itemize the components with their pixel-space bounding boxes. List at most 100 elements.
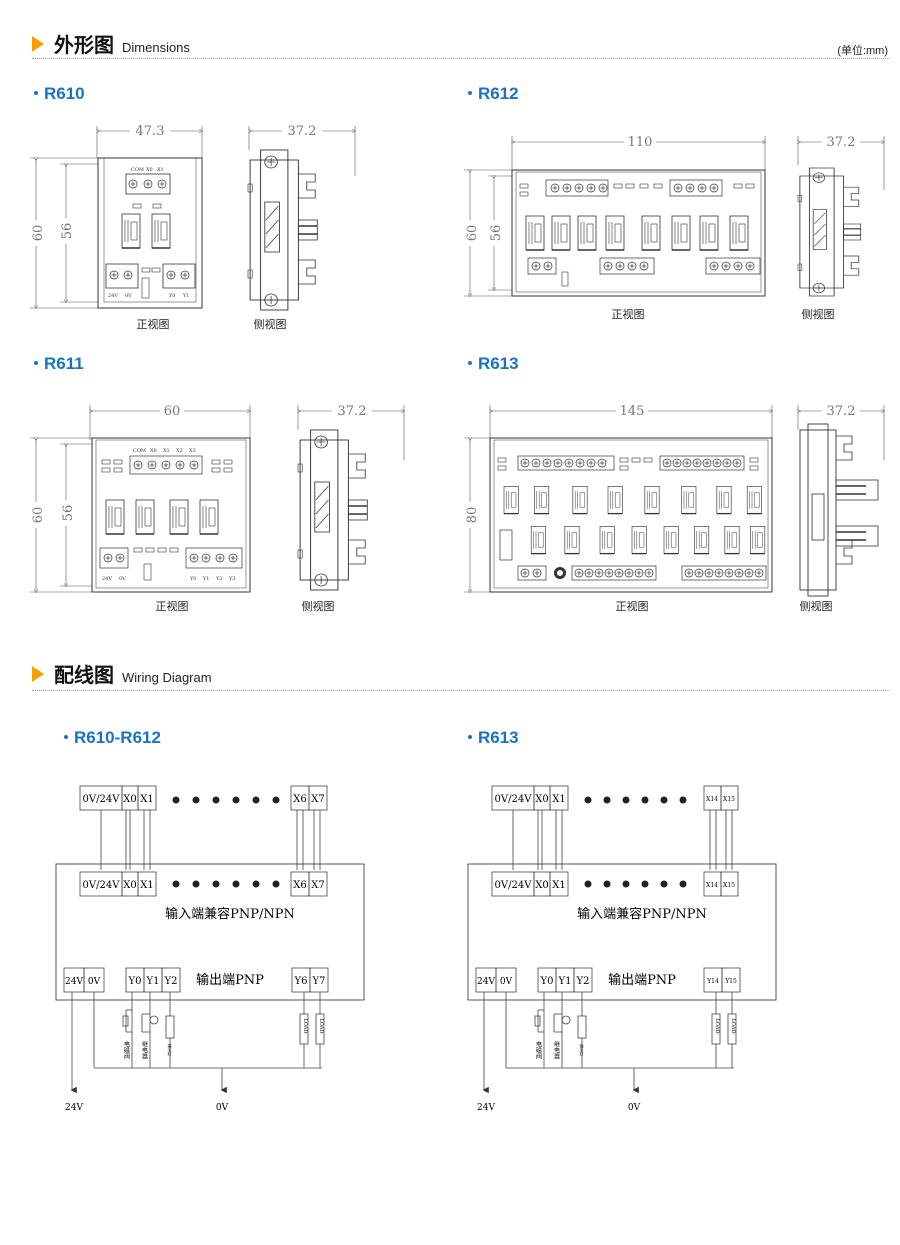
wl-in-term-x7: X7 bbox=[311, 880, 324, 891]
wl-in-term-x6: X6 bbox=[293, 880, 306, 891]
wl-load-relay: 继电器 bbox=[141, 1040, 148, 1060]
wl-out-term-y6: Y6 bbox=[294, 976, 308, 987]
r611-y2-label: Y2 bbox=[215, 576, 222, 582]
wiring-diagrams: 0V/24V X0 X1 X6 X7 0V/24V X0 X1 X6 X7 输入… bbox=[55, 785, 777, 1113]
r610-side-view: 37.2 bbox=[247, 124, 355, 311]
wr-bottom-24v: 24V bbox=[477, 1103, 495, 1113]
r611-com-label: COM bbox=[133, 448, 146, 454]
wl-load-lamp: 指示灯 bbox=[168, 1043, 173, 1057]
wr-in-term-x0: X0 bbox=[535, 880, 548, 891]
r611-side-caption: 侧视图 bbox=[302, 599, 335, 613]
wr-load-lamp: 指示灯 bbox=[580, 1043, 585, 1057]
wl-out-term-0v: 0V bbox=[88, 977, 101, 987]
r610-height-inner: 56 bbox=[60, 223, 75, 240]
wl-in-term-x1: X1 bbox=[140, 880, 153, 891]
wl-top-term-x0: X0 bbox=[123, 794, 136, 805]
r612-height-inner: 56 bbox=[489, 225, 504, 242]
r610-width-label: 47.3 bbox=[136, 124, 165, 139]
wl-out-term-y1: Y1 bbox=[146, 976, 160, 987]
r611-y0-label: Y0 bbox=[189, 576, 196, 582]
wr-out-term-y15: Y15 bbox=[724, 978, 737, 985]
wr-input-label: 输入端兼容PNP/NPN bbox=[577, 906, 707, 922]
dimensions-title-cn: 外形图 bbox=[54, 33, 114, 57]
wl-top-term-x6: X6 bbox=[293, 794, 306, 805]
r611-y3-label: Y3 bbox=[228, 576, 235, 582]
wr-out-term-y14: Y14 bbox=[706, 978, 719, 985]
wr-in-term-x15: X15 bbox=[723, 882, 735, 889]
r611-0v-label: 0V bbox=[119, 576, 126, 582]
wl-load-box-2: LOAD bbox=[318, 1018, 324, 1033]
r611-side-view: 37.2 bbox=[298, 404, 404, 591]
model-r612-name: R612 bbox=[478, 84, 519, 103]
wr-out-term-y2: Y2 bbox=[576, 976, 590, 987]
wr-bottom-0v: 0V bbox=[628, 1103, 641, 1113]
r613-depth-label: 37.2 bbox=[827, 404, 856, 419]
r612-front-caption: 正视图 bbox=[612, 307, 645, 321]
unit-label: (单位:mm) bbox=[837, 45, 888, 57]
r612-width-label: 110 bbox=[628, 135, 653, 150]
wl-out-term-y2: Y2 bbox=[164, 976, 178, 987]
r611-height-outer: 60 bbox=[31, 507, 46, 524]
wr-load-solenoid: 电磁阀 bbox=[535, 1040, 542, 1060]
wr-top-term-x0: X0 bbox=[535, 794, 548, 805]
r611-x1-label: X1 bbox=[163, 448, 170, 454]
wiring-heading: 配线图 Wiring Diagram bbox=[32, 658, 212, 688]
r611-depth-label: 37.2 bbox=[338, 404, 367, 419]
wiring-right-name: R613 bbox=[478, 728, 519, 747]
r610-0v-label: 0V bbox=[125, 293, 132, 299]
wr-output-label: 输出端PNP bbox=[608, 972, 676, 988]
model-r610-name: R610 bbox=[44, 84, 85, 103]
wl-load-box-1: LOAD bbox=[302, 1018, 308, 1033]
wiring-right-diagram: 0V/24V X0 X1 X14 X15 0V/24V X0 X1 X14 X1… bbox=[467, 785, 777, 1113]
r612-depth-label: 37.2 bbox=[827, 135, 856, 150]
wl-in-term-0v24v: 0V/24V bbox=[83, 880, 121, 891]
wr-top-term-x1: X1 bbox=[552, 794, 565, 805]
dimension-drawings: 47.3 60 56 COM X0 X1 24V 0V Y0 Y1 bbox=[30, 124, 900, 613]
r611-front-view: 60 60 56 COM X0 X1 X2 X3 24V 0V Y0 Y1 Y2… bbox=[30, 404, 250, 592]
wiring-right-heading: R613 bbox=[468, 728, 519, 748]
wr-load-box-1: LOAD bbox=[714, 1018, 720, 1033]
r613-heatsinks-row1 bbox=[503, 485, 766, 555]
r610-x0-label: X0 bbox=[146, 167, 153, 173]
dimensions-title-en: Dimensions bbox=[122, 40, 190, 55]
r610-height-outer: 60 bbox=[31, 225, 46, 242]
wr-top-term-x15: X15 bbox=[723, 796, 735, 803]
model-r611-heading: R611 bbox=[34, 354, 84, 374]
model-r611-name: R611 bbox=[44, 354, 84, 373]
r610-depth-label: 37.2 bbox=[288, 124, 317, 139]
wl-bottom-24v: 24V bbox=[65, 1103, 83, 1113]
wr-load-relay: 继电器 bbox=[553, 1040, 560, 1060]
section-divider bbox=[32, 690, 890, 691]
wr-in-term-0v24v: 0V/24V bbox=[495, 880, 533, 891]
r610-x1-label: X1 bbox=[157, 167, 164, 173]
section-divider bbox=[32, 58, 890, 59]
wr-top-term-0v24v: 0V/24V bbox=[495, 794, 533, 805]
r611-front-caption: 正视图 bbox=[156, 599, 189, 613]
wr-out-term-24v: 24V bbox=[477, 977, 495, 987]
r611-x0-label: X0 bbox=[150, 448, 157, 454]
wl-out-term-y7: Y7 bbox=[312, 976, 326, 987]
wl-output-label: 输出端PNP bbox=[196, 972, 264, 988]
wr-out-term-y1: Y1 bbox=[558, 976, 572, 987]
wiring-left-diagram: 0V/24V X0 X1 X6 X7 0V/24V X0 X1 X6 X7 输入… bbox=[55, 785, 365, 1113]
r612-height-outer: 60 bbox=[465, 225, 480, 242]
wl-top-term-x7: X7 bbox=[311, 794, 324, 805]
r613-width-label: 145 bbox=[620, 404, 645, 419]
r613-side-view: 37.2 bbox=[798, 404, 884, 597]
r612-side-view: 37.2 bbox=[798, 135, 884, 297]
wl-input-label: 输入端兼容PNP/NPN bbox=[165, 906, 295, 922]
r610-24v-label: 24V bbox=[108, 293, 118, 299]
model-r610-heading: R610 bbox=[34, 84, 85, 104]
wl-top-term-x1: X1 bbox=[140, 794, 153, 805]
r610-com-label: COM bbox=[131, 167, 144, 173]
r611-x2-label: X2 bbox=[176, 448, 183, 454]
r610-front-caption: 正视图 bbox=[137, 317, 170, 331]
r611-height-inner: 56 bbox=[61, 505, 76, 522]
model-r613-name: R613 bbox=[478, 354, 519, 373]
arrow-marker-icon bbox=[32, 36, 44, 52]
wiring-title-cn: 配线图 bbox=[54, 663, 114, 687]
r612-front-view: 110 60 56 bbox=[464, 135, 765, 296]
wl-bottom-0v: 0V bbox=[216, 1103, 229, 1113]
wr-in-term-x14: X14 bbox=[706, 882, 718, 889]
wl-out-term-24v: 24V bbox=[65, 977, 83, 987]
